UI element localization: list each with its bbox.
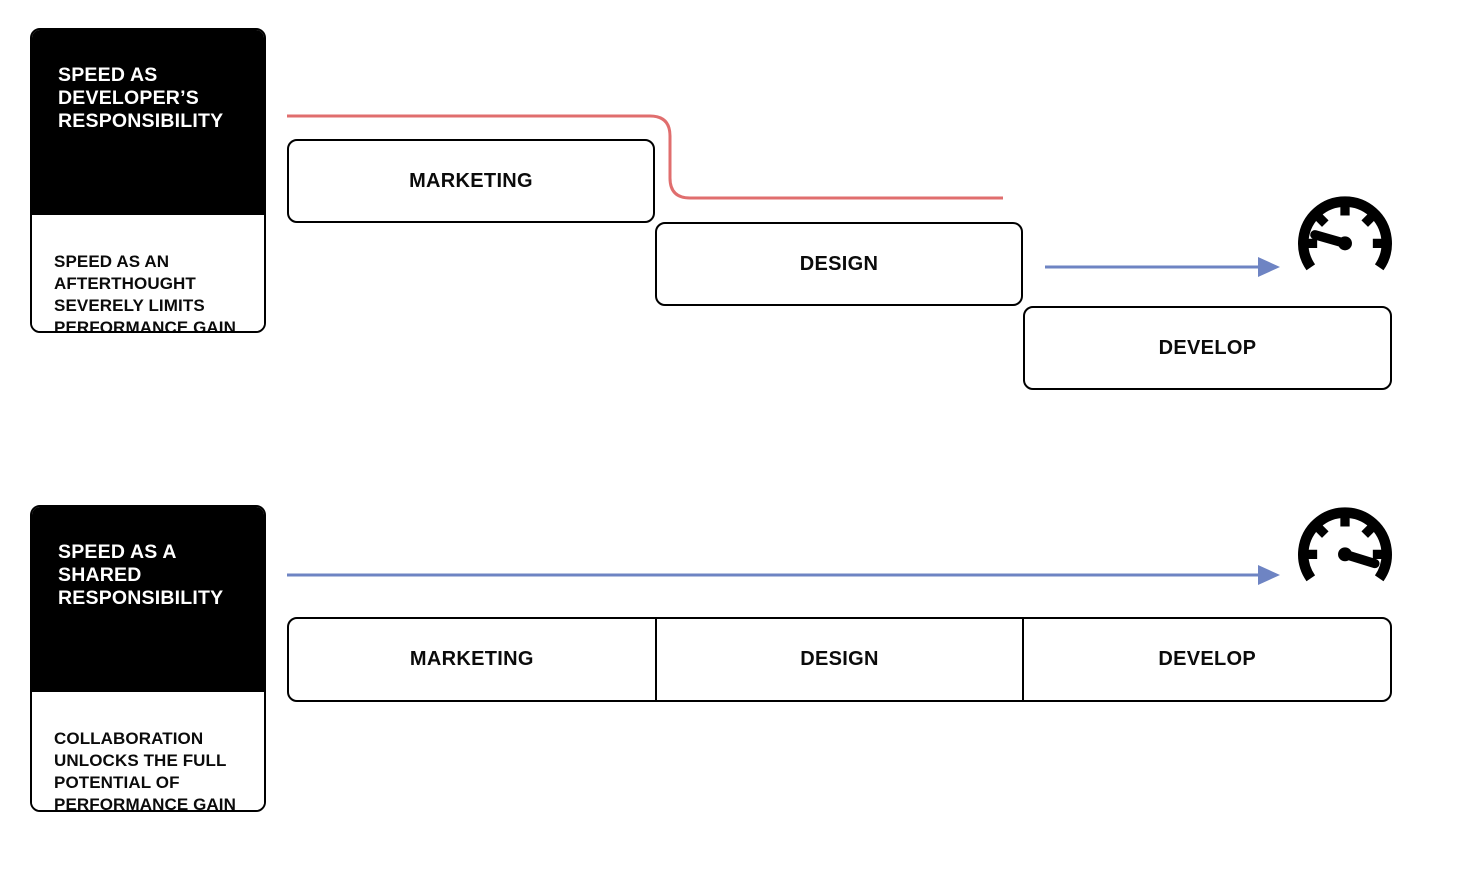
- red-step-line: [287, 114, 1003, 200]
- stage-label: MARKETING: [409, 648, 534, 670]
- shared-stage-row: MARKETING DESIGN DEVELOP: [287, 617, 1392, 702]
- card-description: COLLABORATION UNLOCKS THE FULL POTENTIAL…: [32, 692, 264, 810]
- stage-box-develop: DEVELOP: [1023, 306, 1392, 390]
- stage-cell-marketing: MARKETING: [289, 619, 655, 700]
- card-title: SPEED AS A SHARED RESPONSIBILITY: [32, 507, 264, 692]
- stage-label: DEVELOP: [1158, 336, 1257, 359]
- speedometer-high-icon: [1298, 507, 1392, 582]
- stage-cell-develop: DEVELOP: [1022, 619, 1390, 700]
- speedometer-low-icon: [1298, 196, 1392, 271]
- stage-box-design: DESIGN: [655, 222, 1023, 306]
- stage-cell-design: DESIGN: [654, 619, 1023, 700]
- stage-box-marketing: MARKETING: [287, 139, 655, 223]
- definition-card-shared: SPEED AS A SHARED RESPONSIBILITY COLLABO…: [30, 505, 266, 812]
- card-title: SPEED AS DEVELOPER’S RESPONSIBILITY: [32, 30, 264, 215]
- card-description: SPEED AS AN AFTERTHOUGHT SEVERELY LIMITS…: [32, 215, 264, 331]
- stage-label: MARKETING: [409, 169, 533, 192]
- stage-label: DEVELOP: [1158, 648, 1257, 670]
- speed-arrow-long: [287, 565, 1280, 585]
- stage-label: DESIGN: [799, 252, 879, 275]
- stage-label: DESIGN: [800, 648, 879, 670]
- definition-card-waterfall: SPEED AS DEVELOPER’S RESPONSIBILITY SPEE…: [30, 28, 266, 333]
- speed-arrow-short: [1045, 257, 1280, 277]
